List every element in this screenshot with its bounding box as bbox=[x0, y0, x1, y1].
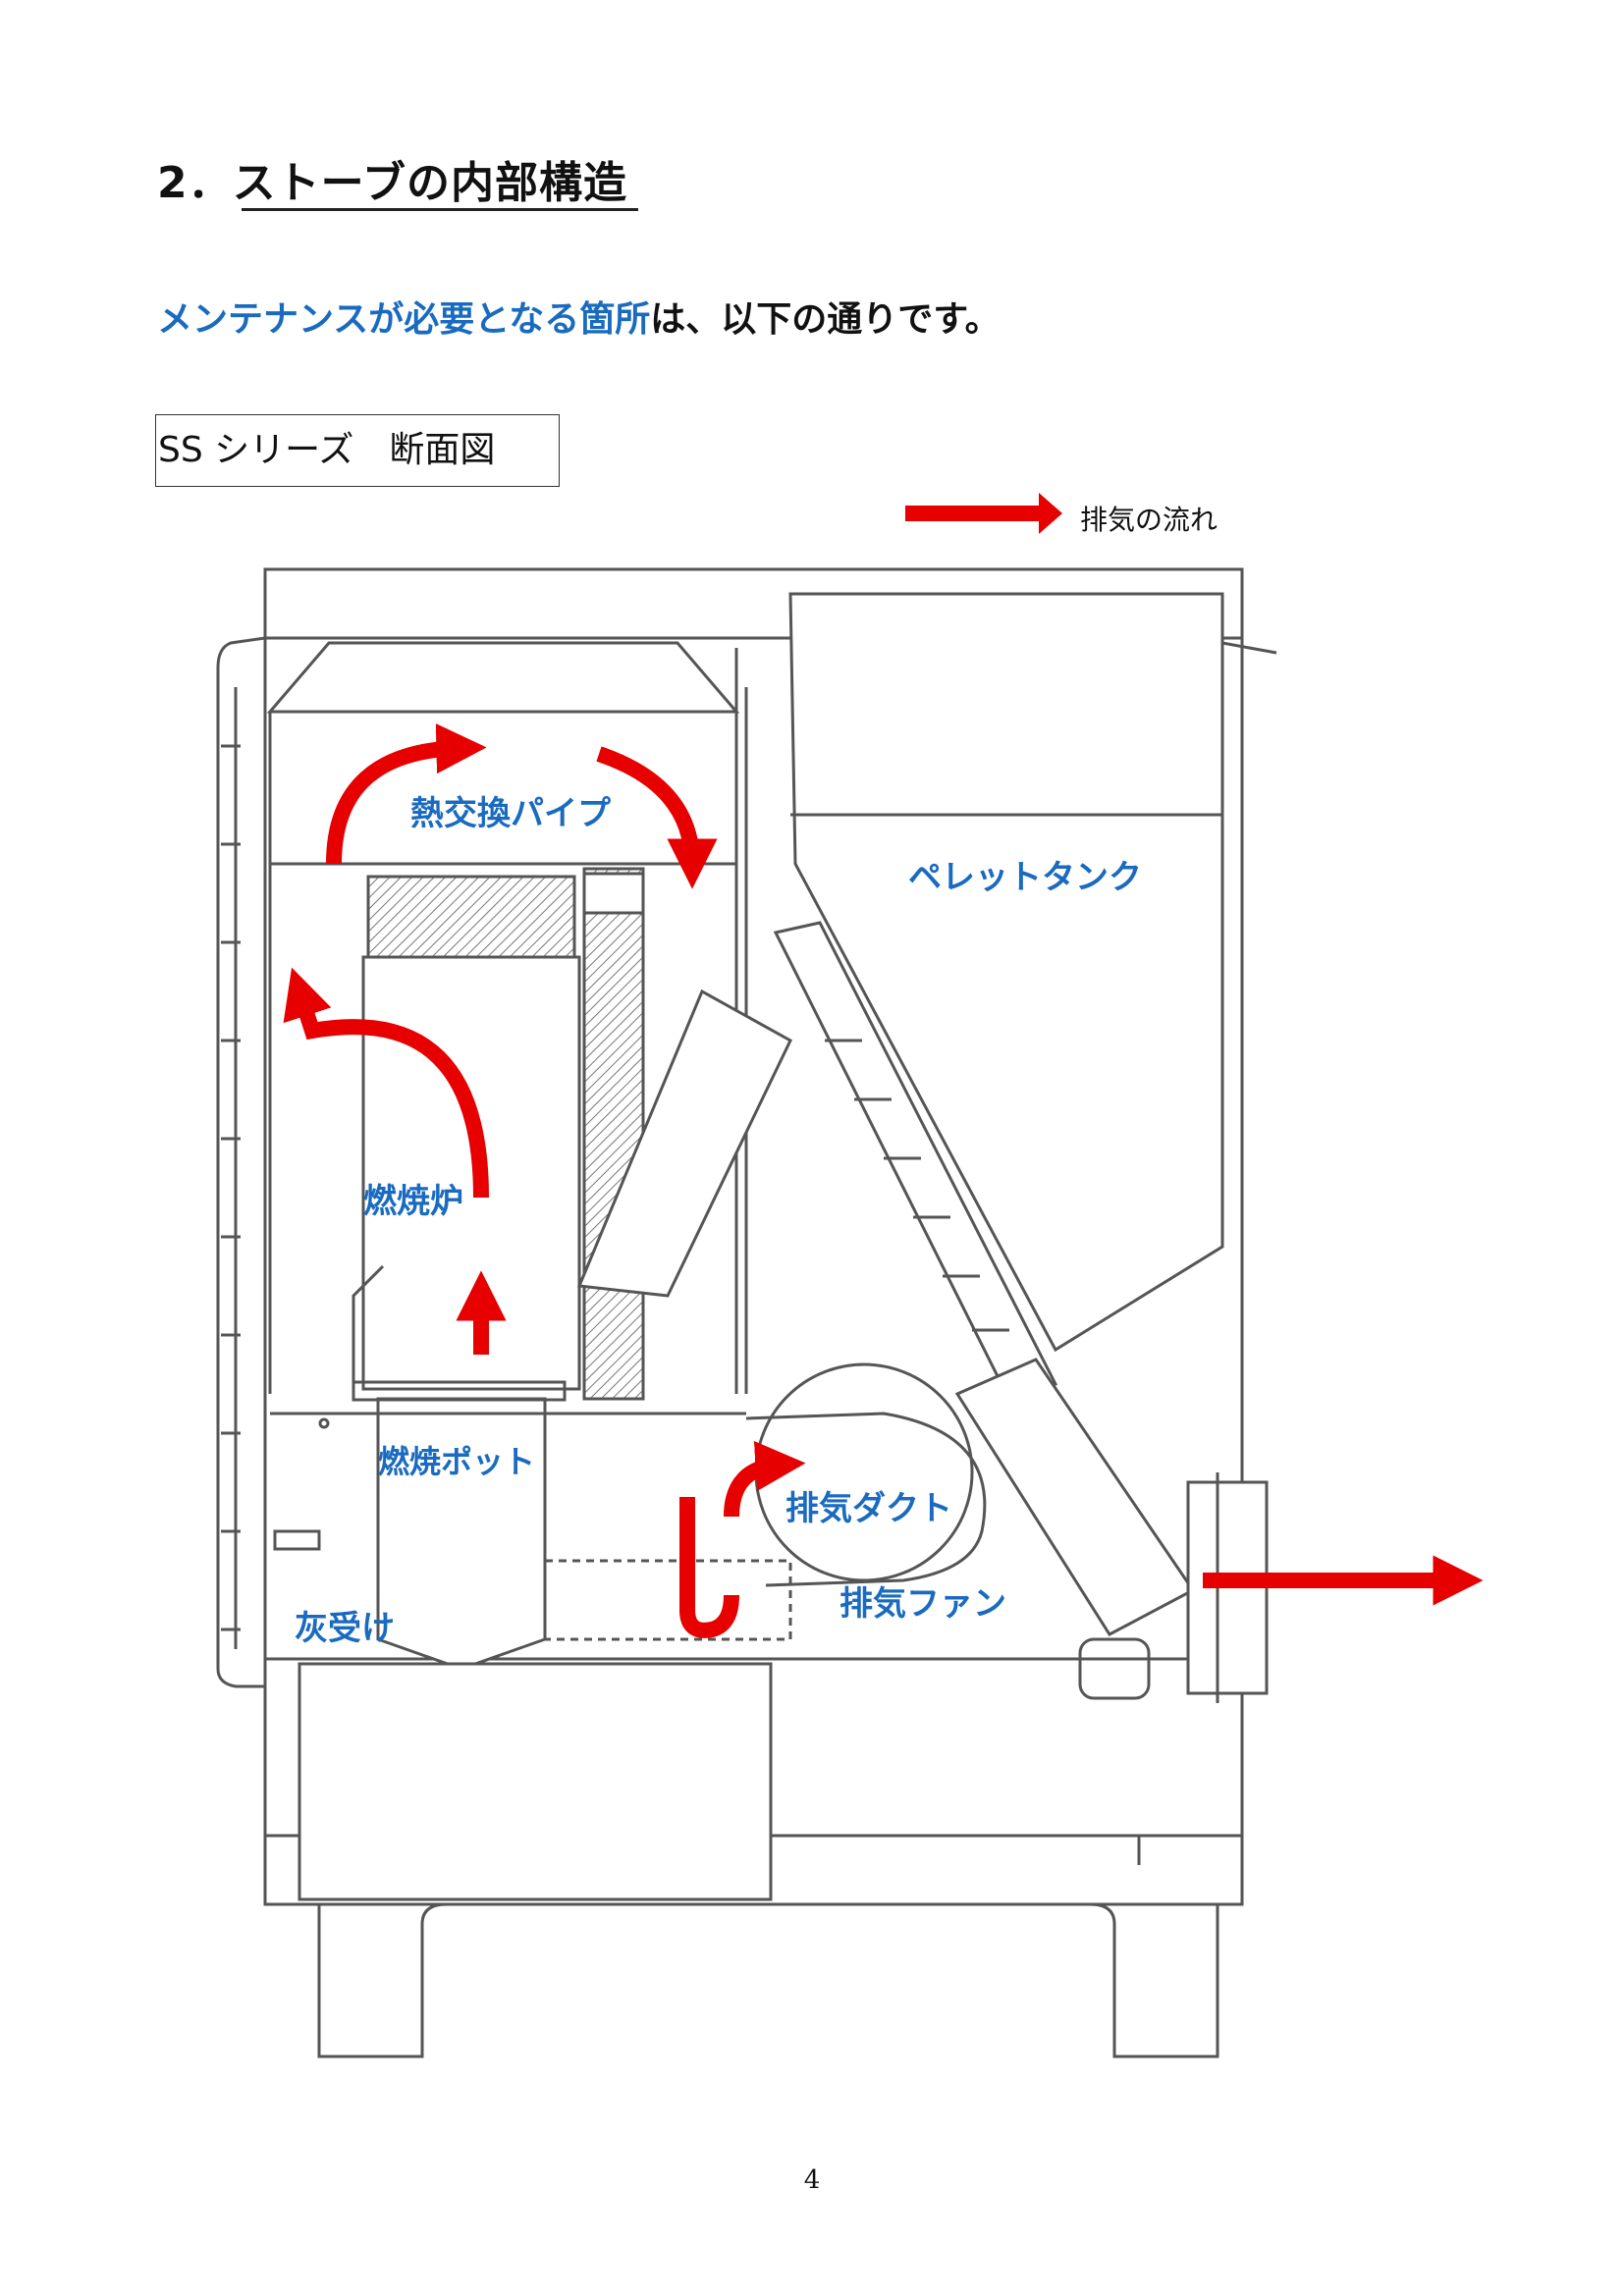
label-combustion-pot: 燃焼ポット bbox=[378, 1443, 535, 1480]
label-ash-tray: 灰受け bbox=[295, 1609, 395, 1648]
series-caption: SS シリーズ 断面図 bbox=[158, 430, 496, 470]
section-title: ストーブの内部構造 bbox=[232, 158, 627, 208]
intro-highlight: メンテナンスが必要となる箇所 bbox=[157, 299, 651, 340]
label-combustion-furnace: 燃焼炉 bbox=[363, 1182, 463, 1221]
label-exhaust-fan: 排気ファン bbox=[839, 1584, 1006, 1624]
section-heading: 2．ストーブの内部構造 bbox=[157, 147, 627, 210]
label-pellet-tank: ペレットタンク bbox=[908, 858, 1142, 897]
legend-label: 排気の流れ bbox=[1080, 504, 1218, 536]
heading-underline bbox=[242, 208, 638, 211]
page-number: 4 bbox=[803, 2165, 821, 2195]
label-exhaust-duct: 排気ダクト bbox=[785, 1489, 952, 1528]
intro-sentence: メンテナンスが必要となる箇所は、以下の通りです。 bbox=[157, 291, 1001, 342]
exhaust-flow-arrows bbox=[283, 723, 1484, 1638]
stove-outline bbox=[216, 567, 1277, 2058]
intro-rest: は、以下の通りです。 bbox=[650, 299, 1001, 340]
exhaust-flow-legend: 排気の流れ bbox=[903, 489, 1227, 538]
label-heat-exchange-pipe: 熱交換パイプ bbox=[410, 794, 611, 833]
series-caption-box: SS シリーズ 断面図 bbox=[155, 414, 560, 487]
section-number: 2． bbox=[157, 158, 233, 208]
stove-cross-section-diagram: 熱交換パイプ ペレットタンク 燃焼炉 燃焼ポット 排気ダクト 排気ファン 灰受け bbox=[216, 567, 1484, 2058]
diagram-labels: 熱交換パイプ ペレットタンク 燃焼炉 燃焼ポット 排気ダクト 排気ファン 灰受け bbox=[295, 794, 1142, 1648]
legend-arrow-icon bbox=[905, 493, 1062, 534]
